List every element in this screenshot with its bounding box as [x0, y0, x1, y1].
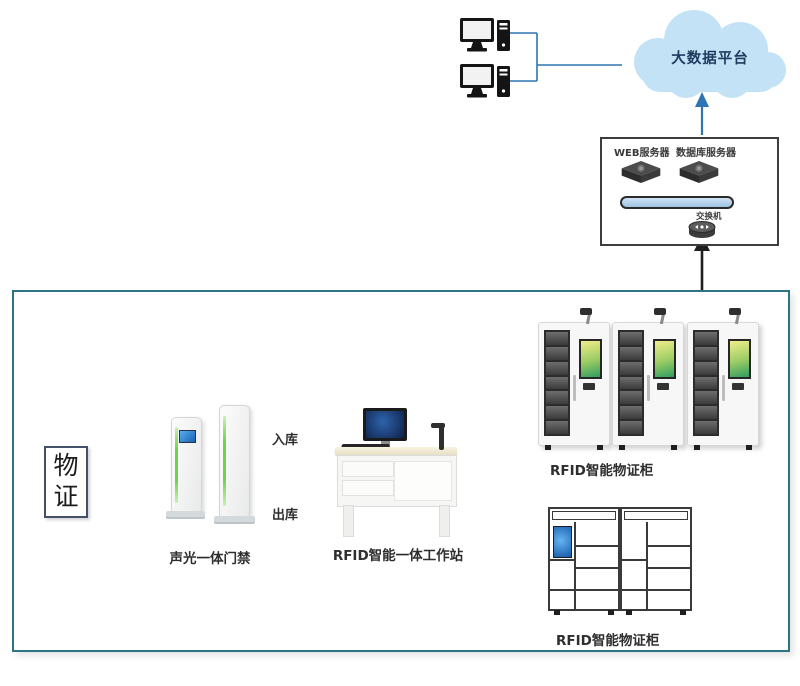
cabinet-shelves [544, 330, 570, 436]
cabinet-foot [545, 445, 551, 450]
client-to-cloud-connector [507, 32, 622, 82]
cabinet-foot [694, 445, 700, 450]
locker-foot [554, 610, 560, 615]
cabinet-keypad [583, 383, 595, 390]
gate-label: 声光一体门禁 [169, 551, 251, 567]
network-switch-icon [688, 221, 716, 238]
web-server-icon [621, 160, 661, 184]
workstation-monitor [363, 408, 407, 441]
cloud-icon [634, 10, 786, 98]
security-gate-left [171, 417, 202, 514]
evidence-cabinet-1 [538, 308, 610, 450]
locker-foot [626, 610, 632, 615]
cabinet-screen [653, 339, 676, 379]
gate-base-right [214, 516, 255, 522]
cabinet-keypad [657, 383, 669, 390]
db-server-icon [679, 160, 719, 184]
desk-body [337, 455, 457, 507]
web-server-label: WEB服务器 [614, 148, 670, 159]
evidence-box: 物证 [44, 446, 88, 518]
cabinet-camera-icon [654, 308, 667, 325]
cabinet-screen [728, 339, 751, 379]
evidence-cabinet-2 [612, 308, 684, 450]
cabinet-keypad [732, 383, 744, 390]
desk-leg [439, 505, 450, 537]
desk-drawer [342, 461, 394, 477]
locker-screen [553, 526, 572, 558]
gate-led [223, 416, 226, 506]
cabinet-handle [573, 375, 576, 401]
workstation-label: RFID智能一体工作站 [332, 548, 464, 564]
locker-cabinet-module-1 [548, 507, 620, 615]
desk-drawer [342, 480, 394, 496]
cabinet-camera-icon [729, 308, 742, 325]
server-room-box: WEB服务器 数据库服务器 交换机 [600, 137, 779, 246]
upper-cabinet-label: RFID智能物证柜 [550, 463, 654, 479]
gate-screen [179, 430, 196, 443]
cloud-label: 大数据平台 [671, 51, 749, 67]
desk-panel [394, 461, 452, 501]
cabinet-foot [619, 445, 625, 450]
network-bus-bar [620, 196, 734, 209]
scanner-arm [439, 425, 444, 450]
db-server-label: 数据库服务器 [676, 148, 736, 159]
locker-foot [608, 610, 614, 615]
cabinet-handle [647, 375, 650, 401]
cabinet-shelves [693, 330, 719, 436]
inbound-label: 入库 [272, 433, 299, 448]
security-gate-right [219, 405, 250, 519]
locker-header [552, 511, 616, 520]
desktop-computer-icon [460, 18, 510, 52]
cabinet-shelves [618, 330, 644, 436]
evidence-cabinet-3 [687, 308, 759, 450]
cabinet-handle [722, 375, 725, 401]
locker-cabinet-module-2 [620, 507, 692, 615]
scanner-arm-head [431, 423, 445, 428]
switch-label: 交换机 [696, 212, 722, 222]
locker-foot [680, 610, 686, 615]
cabinet-camera-icon [580, 308, 593, 325]
locker-header [624, 511, 688, 520]
cabinet-foot [671, 445, 677, 450]
cabinet-foot [746, 445, 752, 450]
gate-base-left [166, 511, 205, 517]
desk-top [335, 447, 457, 455]
desk-leg [343, 505, 354, 537]
lower-cabinet-label: RFID智能物证柜 [556, 633, 660, 649]
gate-led [175, 426, 178, 503]
desktop-computer-icon [460, 64, 510, 98]
outbound-label: 出库 [272, 508, 299, 523]
workstation-desk-graphic [335, 398, 460, 538]
cabinet-screen [579, 339, 602, 379]
cabinet-foot [597, 445, 603, 450]
